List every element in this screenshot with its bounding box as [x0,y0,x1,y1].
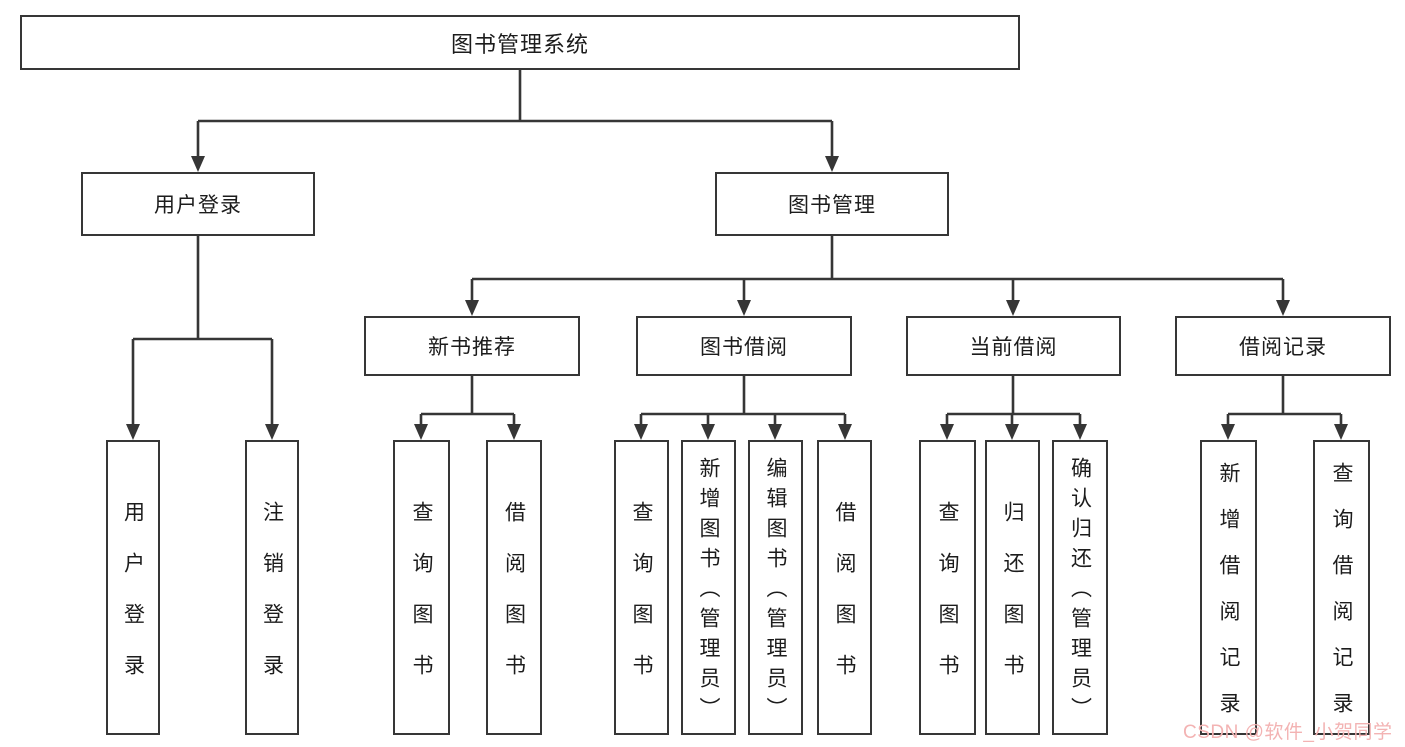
leaf-edit-books-admin: 编辑图书（管理员） [748,440,803,735]
connector-borrow-records-children [1221,376,1348,440]
leaf-add-books-admin-label: 新增图书（管理员） [697,457,720,727]
leaf-logout-login-label: 注销登录 [260,500,284,705]
leaf-logout-login: 注销登录 [245,440,299,735]
leaf-query-borrow-record: 查询借阅记录 [1313,440,1370,738]
leaf-query-borrow-record-label: 查询借阅记录 [1330,462,1353,738]
leaf-borrow-books-recommend: 借阅图书 [486,440,542,735]
leaf-query-books-current-label: 查询图书 [936,500,959,705]
connector-new-book-recommend-children [414,376,521,440]
arrowhead [768,424,782,440]
arrowhead [1276,300,1290,316]
arrowhead [507,424,521,440]
arrowhead [701,424,715,440]
node-book-management: 图书管理 [715,172,949,236]
leaf-add-borrow-record: 新增借阅记录 [1200,440,1257,738]
connector-current-borrow-children [940,376,1087,440]
leaf-borrow-books-borrow-label: 借阅图书 [833,500,856,705]
leaf-user-login-label: 用户登录 [121,500,145,705]
leaf-query-books-borrow-label: 查询图书 [630,500,653,705]
arrowhead [126,424,140,440]
connector-root-to-level2 [191,70,839,172]
arrowhead [1006,300,1020,316]
arrowhead [465,300,479,316]
arrowhead [634,424,648,440]
connector-book-borrow-children [634,376,852,440]
leaf-return-books-label: 归还图书 [1001,500,1024,705]
leaf-borrow-books-recommend-label: 借阅图书 [502,500,526,705]
arrowhead [191,156,205,172]
arrowhead [1005,424,1019,440]
leaf-confirm-return-admin: 确认归还（管理员） [1052,440,1108,735]
csdn-watermark: CSDN @软件_小贺同学 [1183,722,1393,743]
leaf-user-login: 用户登录 [106,440,160,735]
leaf-borrow-books-borrow: 借阅图书 [817,440,872,735]
leaf-add-borrow-record-label: 新增借阅记录 [1217,462,1240,738]
arrowhead [1221,424,1235,440]
leaf-confirm-return-admin-label: 确认归还（管理员） [1068,457,1092,727]
leaf-edit-books-admin-label: 编辑图书（管理员） [764,457,787,727]
node-library-management-system: 图书管理系统 [20,15,1020,70]
arrowhead [825,156,839,172]
connector-user-login-children [126,236,279,440]
leaf-add-books-admin: 新增图书（管理员） [681,440,736,735]
leaf-return-books: 归还图书 [985,440,1040,735]
node-new-book-recommend: 新书推荐 [364,316,580,376]
arrowhead [1334,424,1348,440]
leaf-query-books-borrow: 查询图书 [614,440,669,735]
arrowhead [414,424,428,440]
arrowhead [838,424,852,440]
node-user-login: 用户登录 [81,172,315,236]
node-borrow-records: 借阅记录 [1175,316,1391,376]
connector-book-management-children [465,236,1290,316]
arrowhead [737,300,751,316]
arrowhead [265,424,279,440]
leaf-query-books-current: 查询图书 [919,440,976,735]
node-current-borrow: 当前借阅 [906,316,1121,376]
arrowhead [940,424,954,440]
arrowhead [1073,424,1087,440]
node-book-borrow: 图书借阅 [636,316,852,376]
leaf-query-books-recommend-label: 查询图书 [410,500,433,705]
leaf-query-books-recommend: 查询图书 [393,440,450,735]
